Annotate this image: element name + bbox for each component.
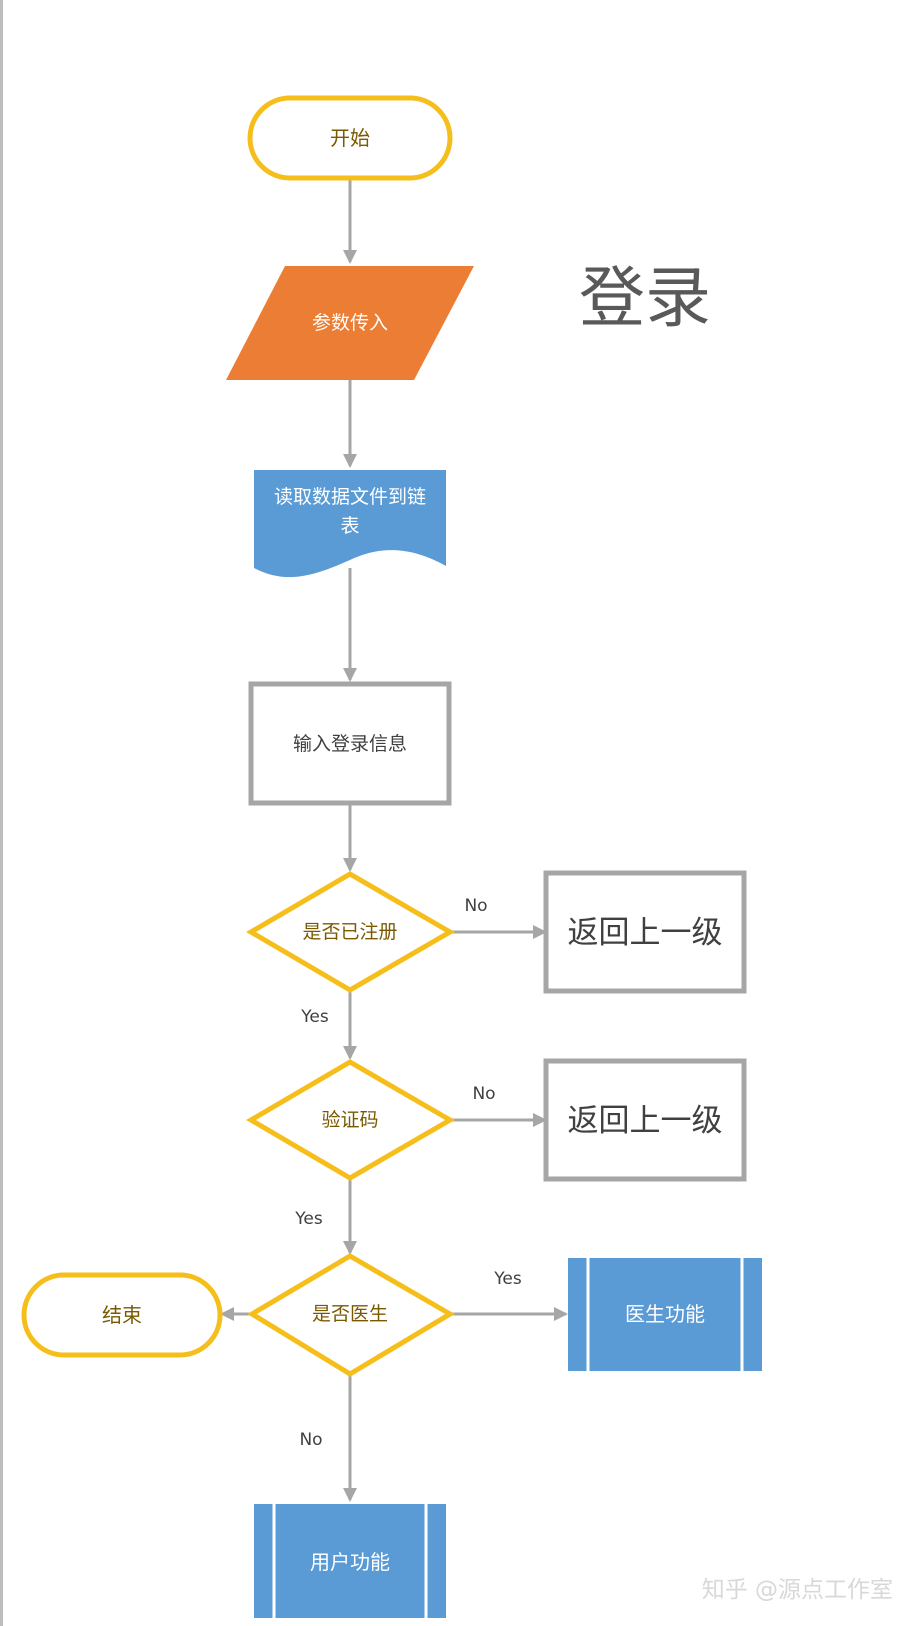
node-read-file-label-line1: 读取数据文件到链 <box>274 486 426 508</box>
node-return-1-label: 返回上一级 <box>568 915 723 951</box>
decision-verify-code: 验证码 <box>246 1059 455 1181</box>
edge-label-doctor-no: No <box>299 1430 322 1450</box>
edge-label-verify-no: No <box>472 1084 495 1104</box>
node-end: 结束 <box>21 1272 223 1358</box>
node-user-func: 用户功能 <box>254 1504 446 1618</box>
node-input-login: 输入登录信息 <box>248 681 452 806</box>
decision-is-doctor: 是否医生 <box>247 1253 455 1377</box>
decision-is-registered: 是否已注册 <box>246 871 455 993</box>
edge-label-registered-yes: Yes <box>300 1007 329 1027</box>
decision-verify-code-label: 验证码 <box>321 1109 378 1131</box>
edge-label-doctor-yes: Yes <box>493 1269 522 1289</box>
decision-is-registered-label: 是否已注册 <box>302 921 397 943</box>
node-return-1: 返回上一级 <box>543 870 747 994</box>
decision-is-doctor-label: 是否医生 <box>312 1303 388 1325</box>
node-return-2-label: 返回上一级 <box>568 1103 723 1139</box>
node-end-label: 结束 <box>102 1303 142 1327</box>
node-start-label: 开始 <box>330 126 370 150</box>
node-read-file: 读取数据文件到链 表 <box>254 470 446 578</box>
node-params-in-label: 参数传入 <box>312 312 388 334</box>
node-read-file-label-line2: 表 <box>340 515 359 537</box>
node-start: 开始 <box>247 95 453 181</box>
page-left-border <box>0 0 3 1626</box>
edge-label-registered-no: No <box>464 896 487 916</box>
page-title: 登录 <box>579 260 711 337</box>
node-doctor-func: 医生功能 <box>568 1258 762 1371</box>
node-user-func-label: 用户功能 <box>310 1550 390 1574</box>
node-params-in: 参数传入 <box>226 266 474 380</box>
node-return-2: 返回上一级 <box>543 1058 747 1182</box>
connectors <box>220 178 568 1502</box>
edge-label-verify-yes: Yes <box>294 1209 323 1229</box>
node-doctor-func-label: 医生功能 <box>625 1302 705 1326</box>
node-input-login-label: 输入登录信息 <box>293 733 407 755</box>
watermark-text: 知乎 @源点工作室 <box>702 1577 893 1603</box>
